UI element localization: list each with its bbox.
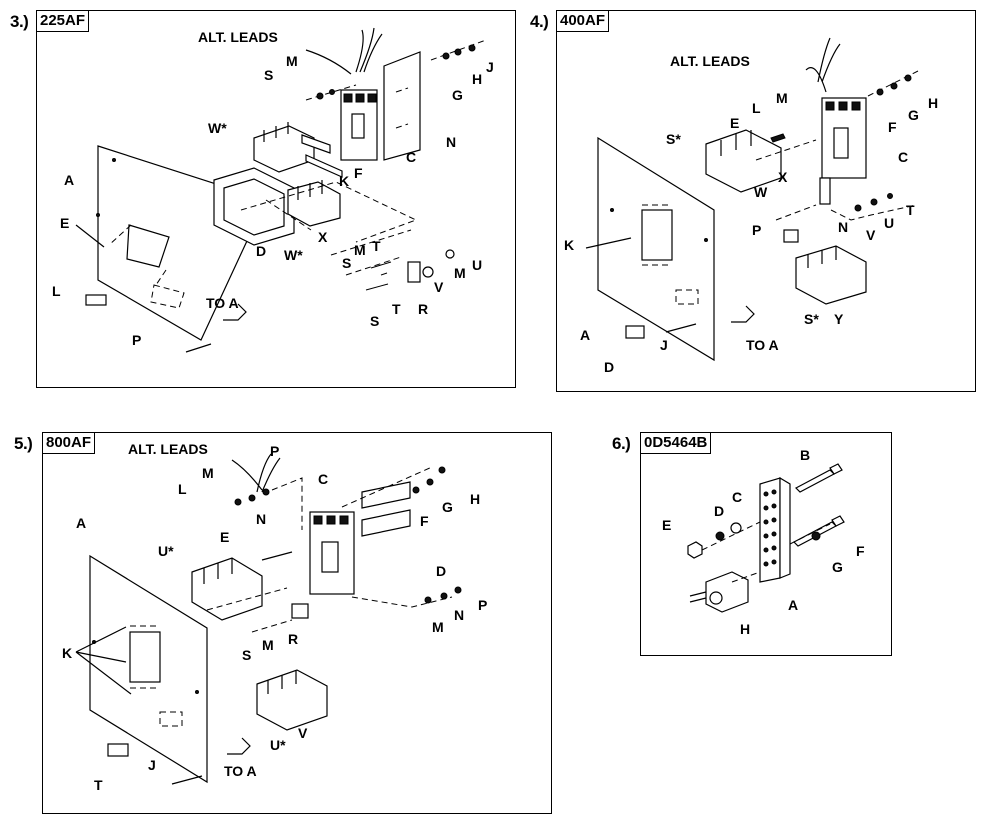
label-p: P	[752, 222, 761, 238]
label-h: H	[740, 621, 750, 637]
label-a: A	[64, 172, 74, 188]
label-w-star-2: W*	[284, 247, 303, 263]
label-alt-leads: ALT. LEADS	[198, 29, 278, 45]
exploded-view-800af: ALT. LEADS P M L N C H G F E A U* D P N …	[62, 441, 487, 793]
label-m-2: M	[432, 619, 444, 635]
label-m: M	[202, 465, 214, 481]
label-w: W	[754, 184, 768, 200]
label-a: A	[788, 597, 798, 613]
label-f: F	[856, 543, 865, 559]
label-d: D	[714, 503, 724, 519]
label-c: C	[318, 471, 328, 487]
label-r: R	[418, 301, 428, 317]
label-h: H	[928, 95, 938, 111]
label-n-2: N	[454, 607, 464, 623]
label-e: E	[730, 115, 739, 131]
label-g: G	[452, 87, 463, 103]
label-n: N	[256, 511, 266, 527]
label-s-star-2: S*	[804, 311, 819, 327]
label-l: L	[178, 481, 187, 497]
label-s-3: S	[370, 313, 379, 329]
label-x: X	[318, 229, 328, 245]
label-s: S	[264, 67, 273, 83]
label-t: T	[372, 238, 381, 254]
label-d: D	[436, 563, 446, 579]
label-g: G	[442, 499, 453, 515]
panel-title: 225AF	[36, 10, 90, 32]
label-y: Y	[834, 311, 844, 327]
label-c: C	[898, 149, 908, 165]
label-g: G	[908, 107, 919, 123]
exploded-view-0d5464b: B C D E G F A H	[662, 447, 865, 637]
label-x: X	[778, 169, 788, 185]
label-u: U	[884, 215, 894, 231]
label-to-a: TO A	[746, 337, 779, 353]
label-l: L	[52, 283, 61, 299]
label-to-a: TO A	[224, 763, 257, 779]
label-m-3: M	[262, 637, 274, 653]
label-m: M	[776, 90, 788, 106]
label-u-star-2: U*	[270, 737, 286, 753]
label-j: J	[148, 757, 156, 773]
label-f: F	[354, 165, 363, 181]
label-u: U	[472, 257, 482, 273]
label-v: V	[298, 725, 308, 741]
label-n: N	[446, 134, 456, 150]
label-m-2: M	[354, 242, 366, 258]
label-m: M	[286, 53, 298, 69]
label-s-2: S	[342, 255, 351, 271]
label-s: S	[242, 647, 251, 663]
label-k: K	[339, 173, 349, 189]
label-a: A	[580, 327, 590, 343]
label-p: P	[132, 332, 141, 348]
label-e: E	[662, 517, 671, 533]
panel-number: 5.)	[14, 434, 33, 453]
label-alt-leads: ALT. LEADS	[670, 53, 750, 69]
panel-number: 6.)	[612, 434, 631, 453]
label-u-star: U*	[158, 543, 174, 559]
label-t: T	[906, 202, 915, 218]
label-w-star: W*	[208, 120, 227, 136]
label-n: N	[838, 219, 848, 235]
label-p: P	[270, 443, 279, 459]
panel-title: 0D5464B	[640, 432, 712, 454]
label-r: R	[288, 631, 298, 647]
panel-number: 3.)	[10, 12, 29, 31]
label-to-a: TO A	[206, 295, 239, 311]
exploded-view-400af: ALT. LEADS H G F M L E C S* W X T U V N …	[564, 37, 938, 375]
label-c: C	[406, 149, 416, 165]
label-h: H	[470, 491, 480, 507]
label-g: G	[832, 559, 843, 575]
label-t-2: T	[392, 301, 401, 317]
label-d: D	[604, 359, 614, 375]
label-s-star: S*	[666, 131, 681, 147]
label-a: A	[76, 515, 86, 531]
label-k: K	[62, 645, 72, 661]
label-t: T	[94, 777, 103, 793]
panel-title: 400AF	[556, 10, 610, 32]
panel-number: 4.)	[530, 12, 549, 31]
label-v: V	[434, 279, 444, 295]
panel-title: 800AF	[42, 432, 96, 454]
label-f: F	[420, 513, 429, 529]
label-v: V	[866, 227, 876, 243]
label-e: E	[220, 529, 229, 545]
label-j: J	[660, 337, 668, 353]
label-d: D	[256, 243, 266, 259]
label-alt-leads: ALT. LEADS	[128, 441, 208, 457]
exploded-view-225af: ALT. LEADS M S J H G N W* C A K F E D X …	[52, 27, 494, 353]
label-k: K	[564, 237, 574, 253]
label-j: J	[486, 59, 494, 75]
label-l: L	[752, 100, 761, 116]
label-h: H	[472, 71, 482, 87]
label-f: F	[888, 119, 897, 135]
label-c: C	[732, 489, 742, 505]
label-b: B	[800, 447, 810, 463]
label-m-3: M	[454, 265, 466, 281]
label-p-2: P	[478, 597, 487, 613]
label-e: E	[60, 215, 69, 231]
